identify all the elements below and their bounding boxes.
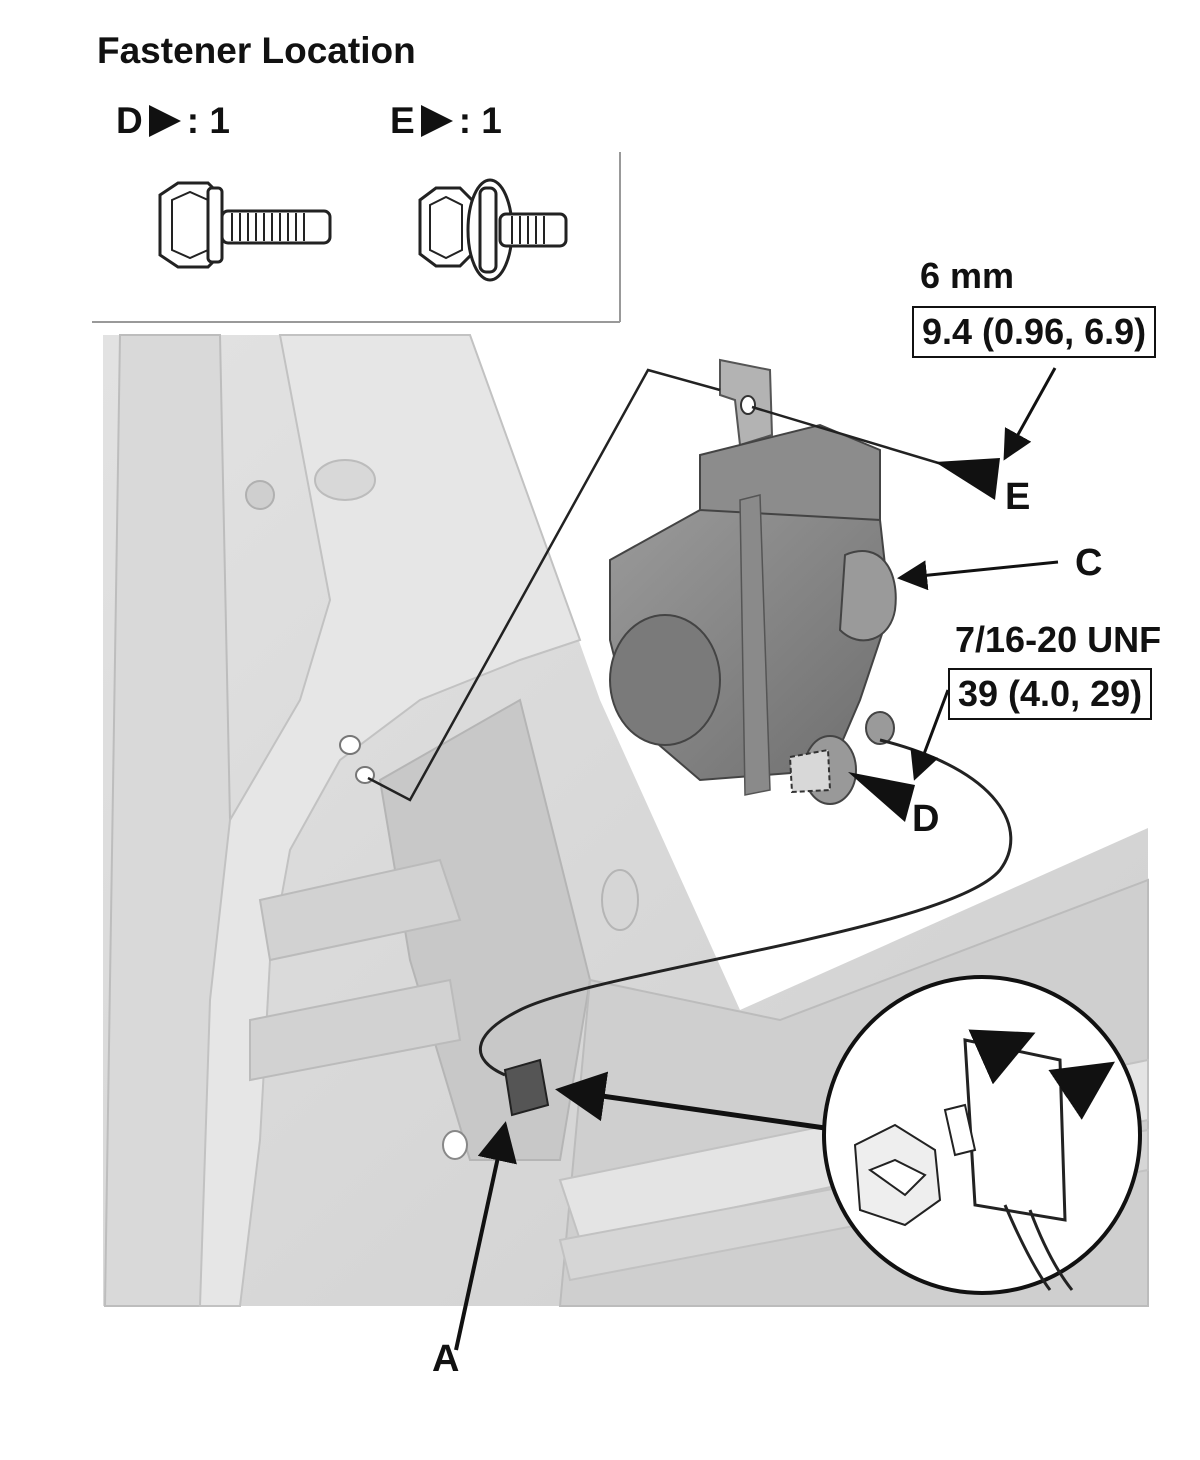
fastener-legend-e: E : 1 [390,102,502,139]
diagram-title: Fastener Location [97,30,416,71]
callout-d: D [912,798,940,840]
fastener-legend-d: D : 1 [116,102,230,139]
connector-detail-circle [822,975,1142,1295]
seat-belt-retractor [609,358,897,805]
callout-e: E [1005,476,1031,518]
torque-size-e: 6 mm [920,255,1015,296]
fastener-d-pointer-icon [148,104,181,137]
leader-lines [367,368,1013,1077]
torque-size-d: 7/16-20 UNF [955,619,1162,660]
callout-arrows [454,367,1059,1351]
fastener-legend-e-count: : 1 [458,100,502,141]
fastener-e-pointer-icon [420,104,453,137]
washer-bolt-e-icon [418,178,568,282]
fastener-marker-d [848,772,915,822]
fastener-legend-d-id: D [116,100,143,141]
fastener-legend-e-id: E [390,100,415,141]
fastener-marker-e [935,458,1000,500]
flange-bolt-d-icon [158,181,332,269]
anchor-bolt-d [788,735,857,805]
torque-value-e: 9.4 (0.96, 6.9) [912,306,1157,358]
torque-value-d: 39 (4.0, 29) [948,668,1153,720]
callout-c: C [1075,542,1103,584]
connector-a [503,1058,550,1117]
fastener-legend-box [92,152,621,323]
fastener-legend-d-count: : 1 [186,100,230,141]
callout-a: A [432,1338,460,1380]
